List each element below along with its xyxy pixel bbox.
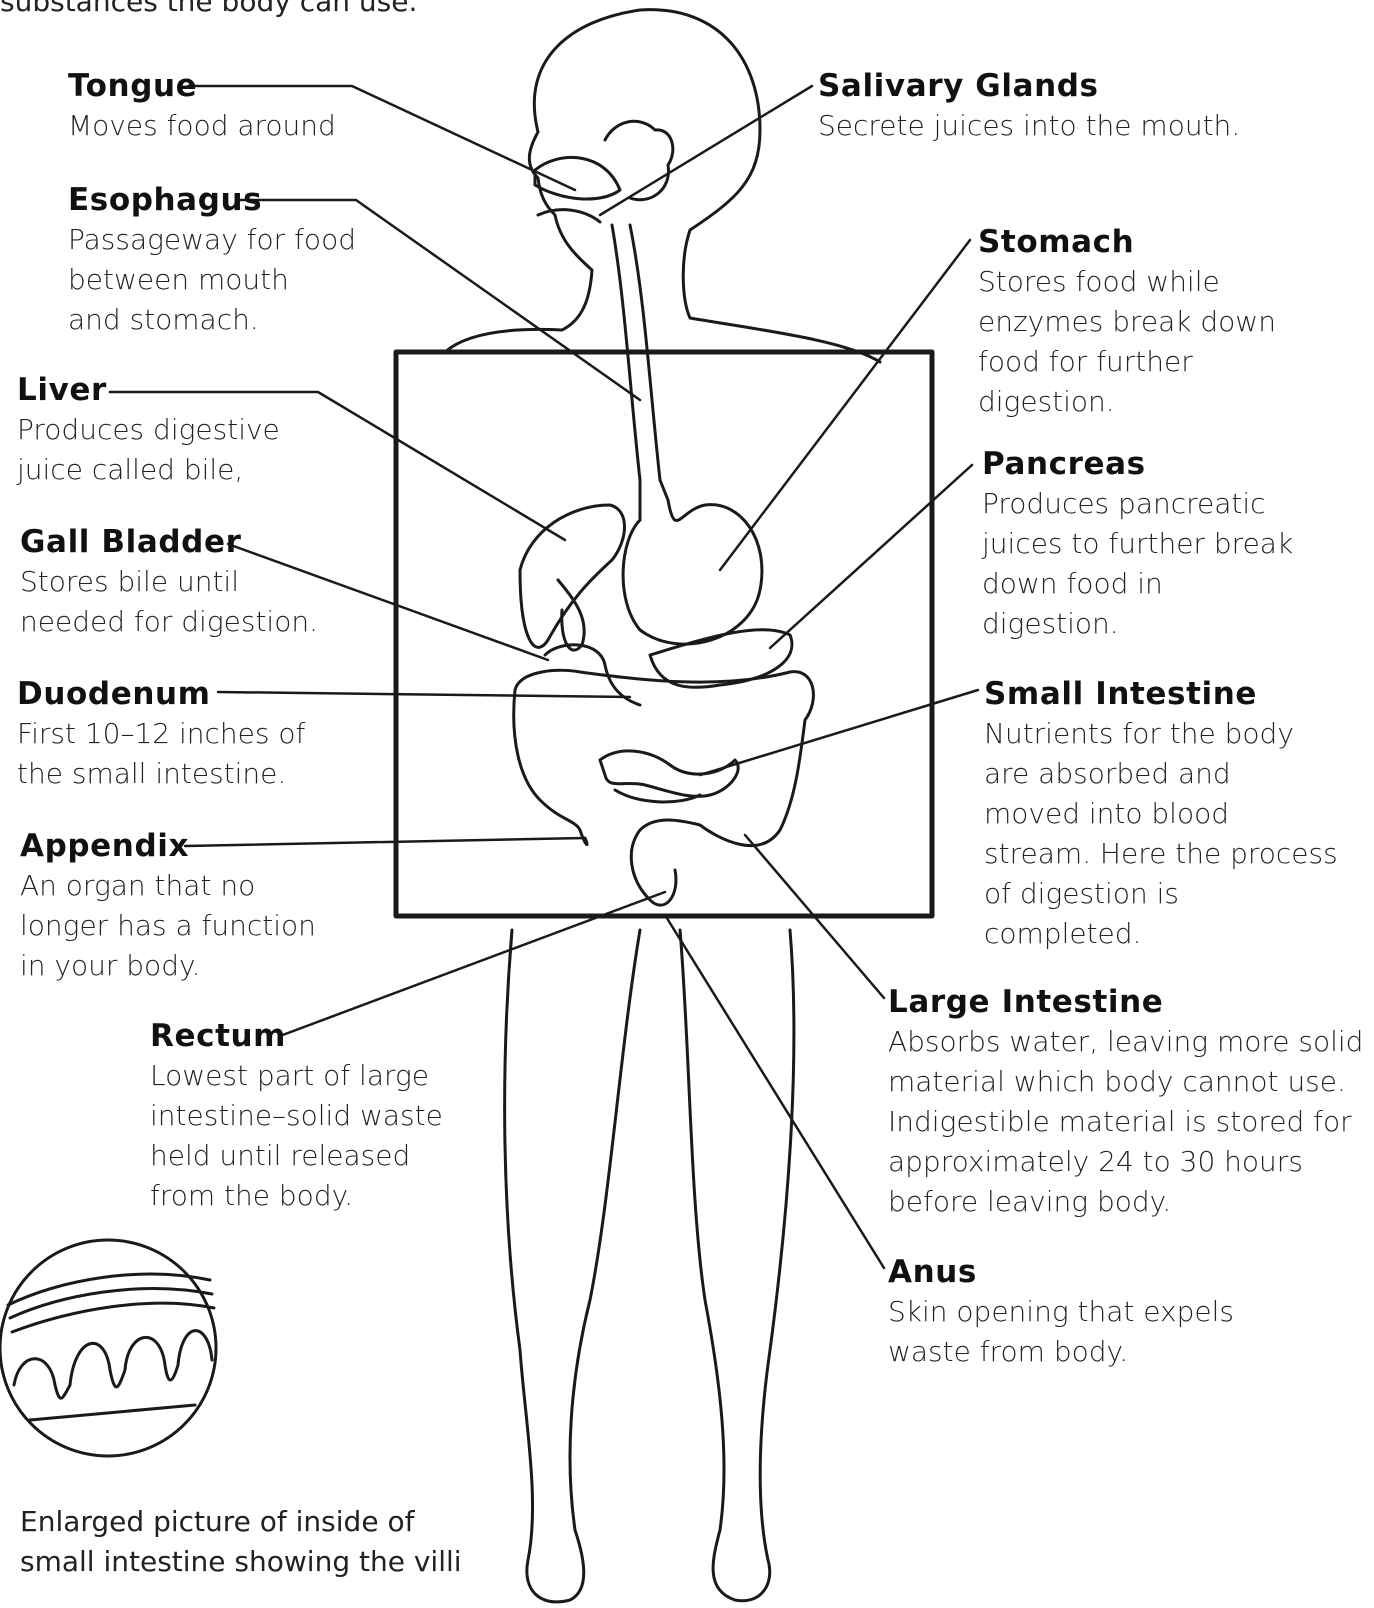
label-title: Tongue [68, 66, 336, 106]
label-tongue: Tongue Moves food around [68, 66, 336, 146]
salivary-pointer [600, 86, 812, 215]
label-description: Stores bile until needed for digestion. [20, 562, 318, 642]
label-small-intestine: Small Intestine Nutrients for the body a… [984, 674, 1338, 954]
small-intestine-pointer [700, 690, 978, 775]
label-description: Lowest part of large intestine–solid was… [150, 1056, 443, 1216]
label-description: Absorbs water, leaving more solid materi… [888, 1022, 1363, 1222]
label-appendix: Appendix An organ that no longer has a f… [20, 826, 316, 986]
anus-pointer [665, 915, 884, 1268]
intro-text-fragment: substances the body can use. [0, 0, 417, 22]
label-liver: Liver Produces digestive juice called bi… [17, 370, 280, 490]
label-title: Rectum [150, 1016, 443, 1056]
label-title: Esophagus [68, 180, 356, 220]
label-description: Stores food while enzymes break down foo… [978, 262, 1276, 422]
label-description: Produces digestive juice called bile, [17, 410, 280, 490]
villi-inset [0, 1240, 216, 1456]
label-salivary-glands: Salivary Glands Secrete juices into the … [818, 66, 1240, 146]
label-duodenum: Duodenum First 10–12 inches of the small… [17, 674, 305, 794]
label-description: Nutrients for the body are absorbed and … [984, 714, 1338, 954]
pancreas-pointer [770, 465, 972, 648]
large-intestine-shape [514, 670, 814, 905]
label-description: Passageway for food between mouth and st… [68, 220, 356, 340]
small-intestine-shape [600, 751, 738, 802]
label-description: Moves food around [68, 106, 336, 146]
label-description: An organ that no longer has a function i… [20, 866, 316, 986]
label-esophagus: Esophagus Passageway for food between mo… [68, 180, 356, 340]
label-title: Gall Bladder [20, 522, 318, 562]
label-stomach: Stomach Stores food while enzymes break … [978, 222, 1276, 422]
label-description: Skin opening that expels waste from body… [888, 1292, 1234, 1372]
stomach-shape [623, 500, 762, 644]
label-large-intestine: Large Intestine Absorbs water, leaving m… [888, 982, 1363, 1222]
label-title: Pancreas [982, 444, 1293, 484]
label-pancreas: Pancreas Produces pancreatic juices to f… [982, 444, 1293, 644]
label-rectum: Rectum Lowest part of large intestine–so… [150, 1016, 443, 1216]
label-description: First 10–12 inches of the small intestin… [17, 714, 305, 794]
label-gall-bladder: Gall Bladder Stores bile until needed fo… [20, 522, 318, 642]
legs-outline [505, 930, 794, 1602]
label-title: Anus [888, 1252, 1234, 1292]
label-title: Liver [17, 370, 280, 410]
label-title: Salivary Glands [818, 66, 1240, 106]
pancreas-shape [650, 630, 792, 688]
label-title: Small Intestine [984, 674, 1338, 714]
label-title: Stomach [978, 222, 1276, 262]
salivary-glands-shape [605, 121, 673, 199]
villi-caption: Enlarged picture of inside of small inte… [20, 1502, 462, 1582]
label-title: Large Intestine [888, 982, 1363, 1022]
liver-shape [520, 505, 625, 647]
label-description: Produces pancreatic juices to further br… [982, 484, 1293, 644]
label-title: Appendix [20, 826, 316, 866]
label-description: Secrete juices into the mouth. [818, 106, 1240, 146]
label-title: Duodenum [17, 674, 305, 714]
label-anus: Anus Skin opening that expels waste from… [888, 1252, 1234, 1372]
esophagus-shape [612, 225, 668, 520]
